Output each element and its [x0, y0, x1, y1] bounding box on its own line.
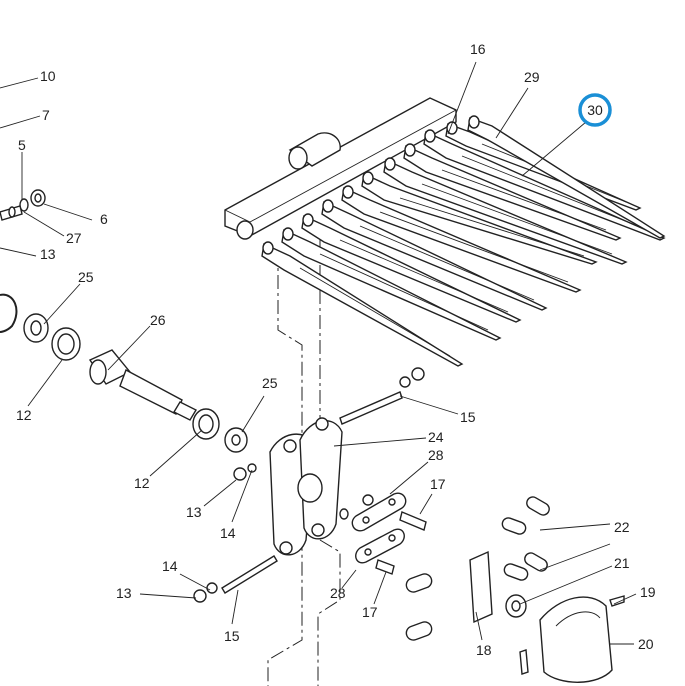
crank-plates — [269, 417, 343, 556]
bolt-15-lower — [193, 463, 278, 603]
callout-20: 20 — [638, 636, 654, 652]
shaft-assembly — [0, 293, 248, 453]
tine — [383, 157, 628, 265]
tine — [467, 115, 666, 239]
callout-10: 10 — [40, 68, 56, 84]
left-small-parts — [0, 189, 46, 221]
callout-28-upper: 28 — [428, 447, 444, 463]
tine — [281, 227, 502, 341]
callout-14-mid: 14 — [220, 525, 236, 541]
callout-13-left: 13 — [40, 246, 56, 262]
callout-19: 19 — [640, 584, 656, 600]
cover-20 — [519, 595, 625, 683]
bolt-15-upper — [339, 367, 425, 425]
tine — [261, 241, 464, 367]
callout-5: 5 — [18, 137, 26, 153]
callout-17-upper: 17 — [430, 476, 446, 492]
callout-12-mid: 12 — [134, 475, 150, 491]
callout-27: 27 — [66, 230, 82, 246]
callout-21: 21 — [614, 555, 630, 571]
callout-13-mid: 13 — [186, 504, 202, 520]
callout-6: 6 — [100, 211, 108, 227]
callout-7: 7 — [42, 107, 50, 123]
highlight-ring — [578, 93, 612, 127]
tine — [341, 185, 582, 293]
callout-13-lower: 13 — [116, 585, 132, 601]
tine — [301, 213, 522, 323]
callout-28-lower: 28 — [330, 585, 346, 601]
highlighted-callout-30[interactable]: 30 — [578, 93, 612, 127]
link-plates — [339, 492, 427, 575]
callout-15-upper: 15 — [460, 409, 476, 425]
callout-15-lower: 15 — [224, 628, 240, 644]
tine — [361, 171, 598, 265]
callout-labels: 10 7 5 6 27 13 25 12 26 16 29 25 15 24 2… — [16, 41, 656, 658]
tine — [423, 129, 666, 241]
chain-links — [405, 496, 550, 641]
leader-lines — [0, 61, 637, 645]
callout-26: 26 — [150, 312, 166, 328]
callout-16: 16 — [470, 41, 486, 57]
callout-25-left: 25 — [78, 269, 94, 285]
callout-24: 24 — [428, 429, 444, 445]
callout-29: 29 — [524, 69, 540, 85]
callout-22: 22 — [614, 519, 630, 535]
callout-30: 30 — [587, 102, 603, 118]
callout-17-lower: 17 — [362, 604, 378, 620]
callout-14-lower: 14 — [162, 558, 178, 574]
tine — [321, 199, 548, 311]
tine-bar-16 — [224, 97, 457, 240]
callout-12-left: 12 — [16, 407, 32, 423]
tine-set — [261, 115, 666, 367]
callout-25-mid: 25 — [262, 375, 278, 391]
callout-18: 18 — [476, 642, 492, 658]
tine — [403, 143, 622, 241]
